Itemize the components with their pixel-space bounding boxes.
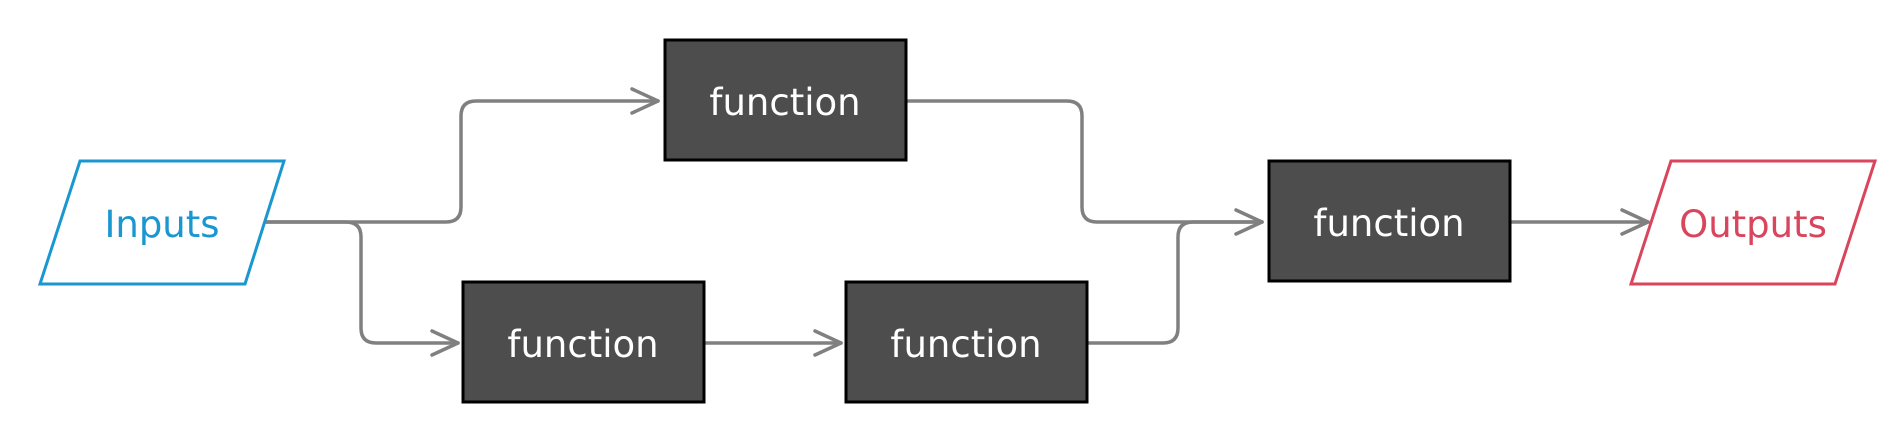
- function-node-bottom-left[interactable]: function: [461, 280, 706, 404]
- output-label: Outputs: [1679, 203, 1827, 246]
- connectors: [261, 87, 1650, 357]
- output-shape: [1628, 159, 1878, 286]
- output-node[interactable]: Outputs: [1628, 159, 1878, 286]
- function-label-merge: function: [1313, 202, 1464, 245]
- arrowhead-function-bottom-left: [430, 329, 460, 357]
- function-node-bottom-right[interactable]: function: [844, 280, 1089, 404]
- input-shape: [37, 159, 287, 286]
- arrowhead-function-bottom-right: [813, 329, 843, 357]
- function-node-top[interactable]: function: [663, 38, 908, 162]
- function-label-bottom-left: function: [507, 323, 658, 366]
- input-label: Inputs: [104, 203, 219, 246]
- arrowhead-function-top: [630, 87, 660, 115]
- input-node[interactable]: Inputs: [37, 159, 287, 286]
- arrowhead-outputs: [1620, 208, 1650, 236]
- edge-function-top-to-function-merge: [903, 99, 1264, 224]
- function-box-bottom-left: [461, 280, 706, 404]
- function-box-bottom-right: [844, 280, 1089, 404]
- edge-inputs-to-function-top: [261, 99, 660, 224]
- arrowhead-function-merge: [1234, 208, 1264, 236]
- function-box-top: [663, 38, 908, 162]
- function-node-merge[interactable]: function: [1267, 159, 1512, 283]
- function-label-top: function: [709, 81, 860, 124]
- function-box-merge: [1267, 159, 1512, 283]
- function-label-bottom-right: function: [890, 323, 1041, 366]
- edge-function-bottom-right-to-function-merge: [1084, 220, 1264, 345]
- edge-inputs-to-function-bottom-left: [261, 220, 460, 345]
